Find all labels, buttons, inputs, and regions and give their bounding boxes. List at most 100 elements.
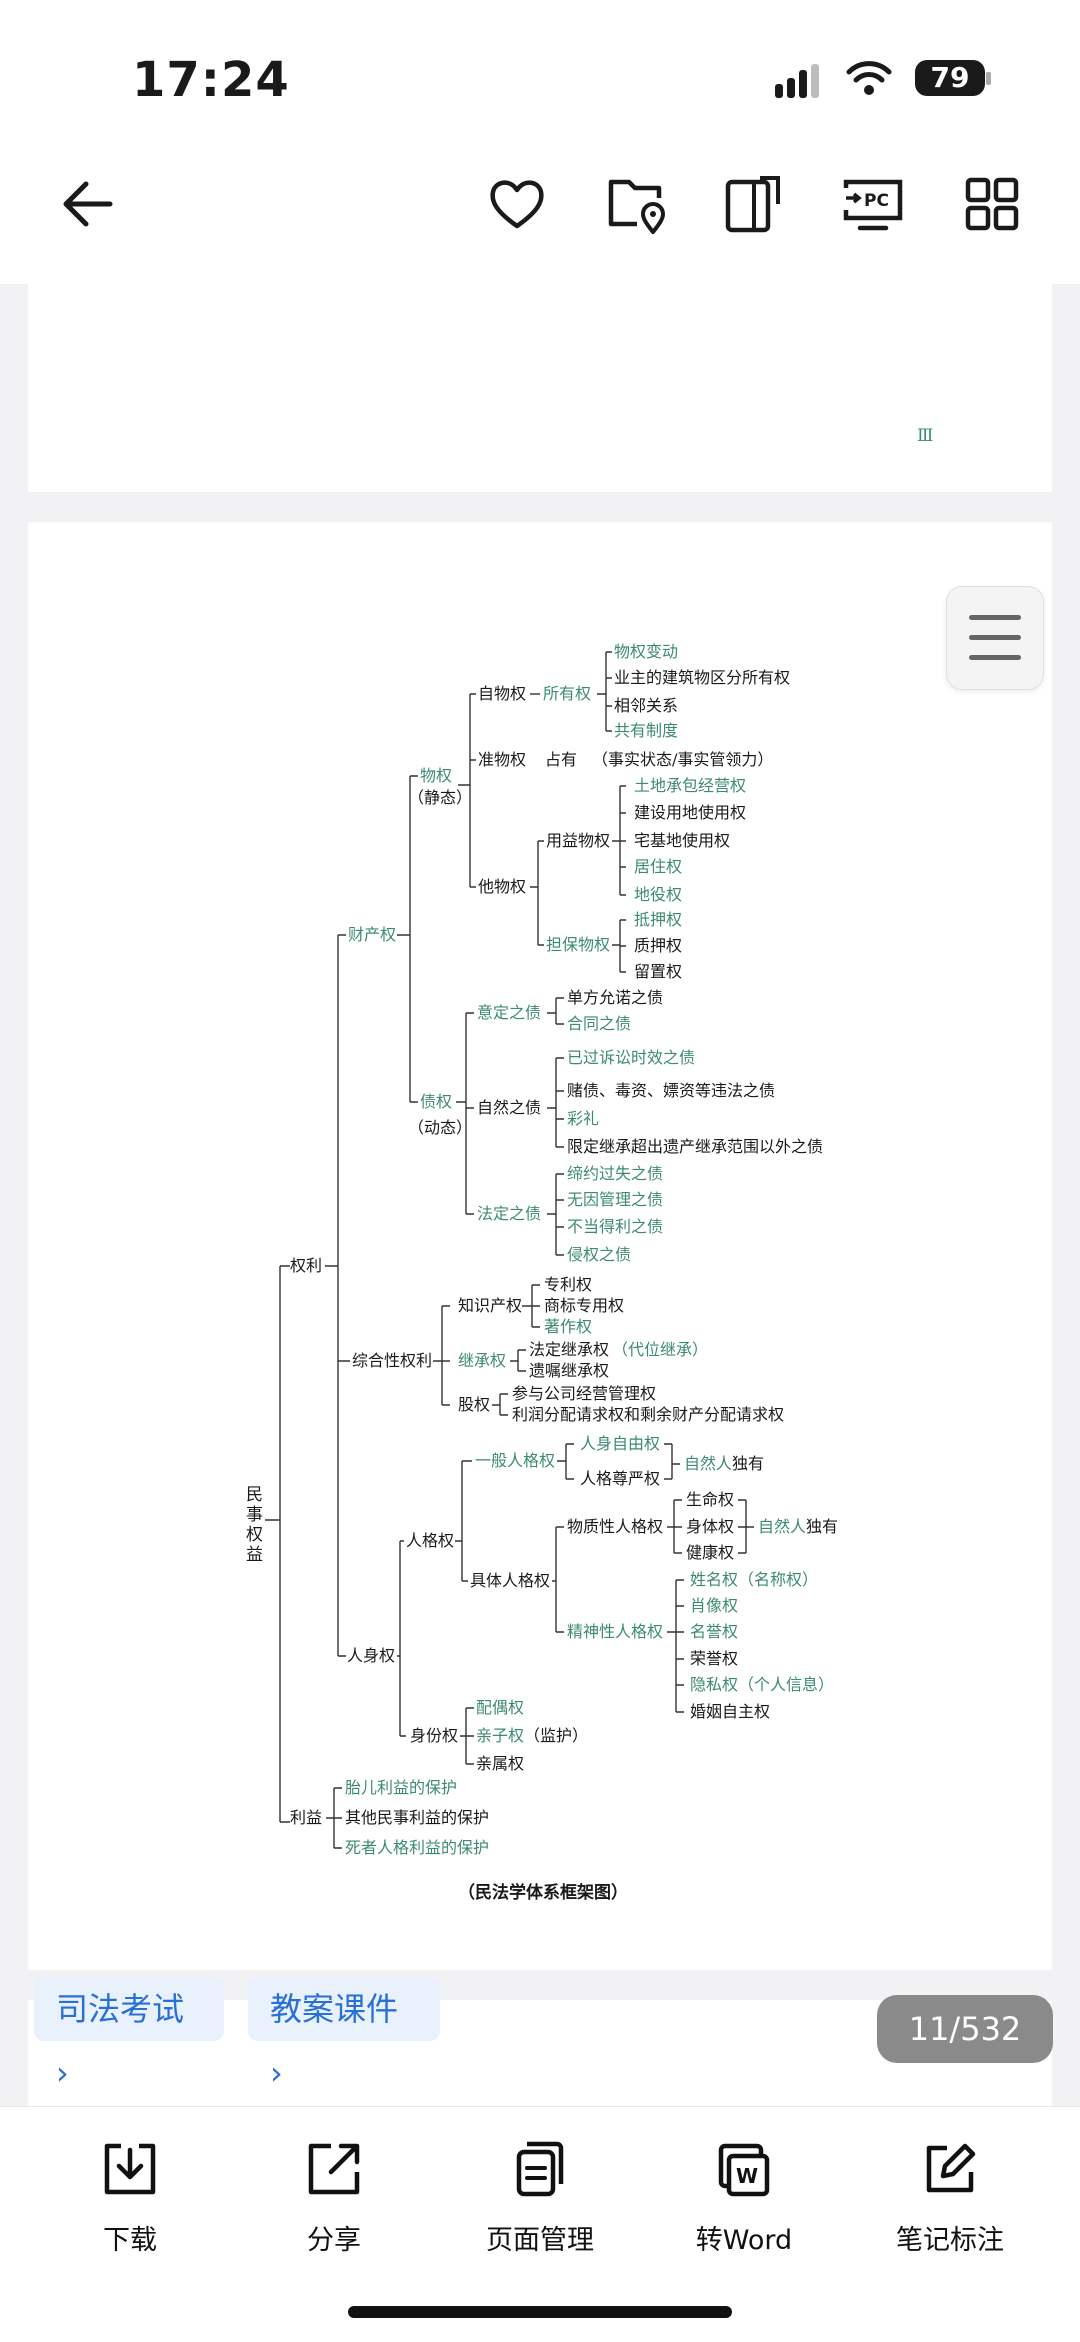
page-manage-label: 页面管理 <box>486 2225 594 2256</box>
page-manage-icon <box>516 2141 564 2197</box>
leaf-shishi: （事实状态/事实管领力） <box>592 750 774 769</box>
share-icon <box>308 2143 360 2195</box>
node-zhishi: 知识产权 <box>458 1296 523 1315</box>
leaf-lirun: 利润分配请求权和剩余财产分配请求权 <box>512 1405 785 1424</box>
page-card-current <box>28 522 1052 1970</box>
leaf-qinshu: 亲属权 <box>476 1754 525 1773</box>
back-arrow-icon[interactable] <box>58 176 118 232</box>
node-zhunwuquan: 准物权 <box>478 750 527 769</box>
page-manage-button[interactable]: 页面管理 <box>450 2140 630 2257</box>
note-annotate-button[interactable]: 笔记标注 <box>860 2140 1040 2257</box>
node-jingshen: 精神性人格权 <box>567 1622 664 1641</box>
home-indicator <box>348 2306 732 2318</box>
leaf-jiankang: 健康权 <box>686 1543 735 1562</box>
node-yongyi: 用益物权 <box>546 831 611 850</box>
leaf-mingcheng: （名称权） <box>738 1570 819 1589</box>
download-icon <box>104 2143 156 2195</box>
leaf-qinzi-row: 亲子权（监护） <box>476 1727 588 1745</box>
leaf-zhuanli: 专利权 <box>544 1275 593 1294</box>
node-fading: 法定之债 <box>477 1204 542 1223</box>
cellular-signal-icon <box>775 62 825 100</box>
leaf-hunyin: 婚姻自主权 <box>690 1702 771 1721</box>
to-word-button[interactable]: W 转Word <box>654 2140 834 2257</box>
page-indicator: 11/532 <box>877 1995 1053 2063</box>
grid-icon[interactable] <box>964 176 1020 232</box>
leaf-ziranren-duyou-2: 自然人独有 <box>758 1518 838 1536</box>
tree-root: 民 事 权 益 <box>246 1485 263 1565</box>
node-renge: 人格权 <box>406 1531 455 1550</box>
node-jicheng: 继承权 <box>458 1351 507 1370</box>
leaf-gerenxinxi: （个人信息） <box>738 1675 835 1694</box>
leaf-yizhu: 遗嘱继承权 <box>529 1361 610 1380</box>
leaf-xianding: 限定继承超出遗产继承范围以外之债 <box>567 1137 824 1156</box>
tag-jiaoan-kejian[interactable]: 教案课件 › <box>248 1977 440 2092</box>
leaf-shengming: 生命权 <box>686 1490 735 1509</box>
leaf-tudi: 土地承包经营权 <box>634 776 747 795</box>
battery-tip <box>986 72 991 85</box>
leaf-peiou: 配偶权 <box>476 1698 525 1717</box>
pc-screen-icon[interactable]: PC <box>842 178 904 232</box>
node-suoyouquan: 所有权 <box>543 684 592 703</box>
leaf-caili: 彩礼 <box>567 1109 600 1128</box>
node-tawuquan: 他物权 <box>478 877 527 896</box>
note-icon <box>926 2143 976 2193</box>
leaf-renshenziyou: 人身自由权 <box>580 1434 661 1453</box>
heart-icon[interactable] <box>487 176 547 232</box>
node-guquan: 股权 <box>458 1395 491 1414</box>
leaf-qinquan: 侵权之债 <box>567 1245 632 1264</box>
leaf-danfang: 单方允诺之债 <box>567 988 664 1007</box>
page-card-previous <box>28 284 1052 492</box>
diagram-caption: （民法学体系框架图） <box>458 1883 628 1903</box>
roman-numeral: Ⅲ <box>917 426 934 446</box>
tag-sifa-kaoshi[interactable]: 司法考试 › <box>34 1977 224 2092</box>
leaf-budang: 不当得利之债 <box>567 1217 664 1236</box>
leaf-jianshe: 建设用地使用权 <box>634 803 747 822</box>
note-annotate-label: 笔记标注 <box>896 2225 1004 2256</box>
leaf-qinzi: 亲子权 <box>476 1726 525 1745</box>
leaf-yinsi: 隐私权 <box>690 1675 739 1694</box>
leaf-wuquanbiandong: 物权变动 <box>614 642 679 661</box>
leaf-xingming-row: 姓名权（名称权） <box>690 1571 818 1589</box>
leaf-rengezunyan: 人格尊严权 <box>580 1469 661 1488</box>
leaf-fadingjicheng: 法定继承权 <box>529 1340 610 1359</box>
share-button[interactable]: 分享 <box>244 2140 424 2257</box>
document-edit-icon[interactable] <box>724 174 782 234</box>
leaf-yinsi-row: 隐私权（个人信息） <box>690 1676 834 1694</box>
node-dongtai: （动态） <box>408 1118 473 1137</box>
leaf-qita: 其他民事利益的保护 <box>345 1808 490 1827</box>
node-wuzhi: 物质性人格权 <box>567 1517 664 1536</box>
leaf-zhanyou: 占有 <box>545 750 578 769</box>
leaf-taier: 胎儿利益的保护 <box>345 1778 458 1797</box>
node-wuquan: 物权 <box>420 766 453 785</box>
leaf-liuzhi: 留置权 <box>634 962 683 981</box>
node-quanli: 权利 <box>290 1256 323 1275</box>
leaf-juzhu: 居住权 <box>634 857 683 876</box>
node-caichan: 财产权 <box>348 925 397 944</box>
svg-text:PC: PC <box>864 191 889 211</box>
leaf-ziranren-duyou-1: 自然人独有 <box>684 1455 764 1473</box>
download-button[interactable]: 下载 <box>40 2140 220 2257</box>
leaf-ziranren-2: 自然人 <box>758 1517 807 1536</box>
leaf-shangbiao: 商标专用权 <box>544 1296 625 1315</box>
leaf-zhiya: 质押权 <box>634 936 683 955</box>
leaf-daiwei: （代位继承） <box>612 1340 709 1359</box>
node-yiding: 意定之债 <box>477 1003 542 1022</box>
node-juti: 具体人格权 <box>470 1571 551 1590</box>
svg-text:W: W <box>736 2164 758 2188</box>
to-word-label: 转Word <box>695 2225 793 2256</box>
leaf-duyou-1: 独有 <box>732 1454 765 1473</box>
folder-location-icon[interactable] <box>605 176 669 234</box>
leaf-wuyin: 无因管理之债 <box>567 1190 664 1209</box>
leaf-diya: 抵押权 <box>634 910 683 929</box>
node-yiban: 一般人格权 <box>475 1451 556 1470</box>
leaf-dubo: 赌债、毒资、嫖资等违法之债 <box>567 1081 776 1100</box>
battery-indicator: 79 <box>915 60 985 96</box>
wifi-icon <box>846 61 892 95</box>
node-zhaiquan: 债权 <box>420 1092 453 1111</box>
leaf-sizhe: 死者人格利益的保护 <box>345 1838 490 1857</box>
leaf-jianhu: （监护） <box>524 1726 589 1745</box>
leaf-rongyu: 荣誉权 <box>690 1649 739 1668</box>
menu-icon[interactable] <box>946 586 1044 690</box>
leaf-mingyu: 名誉权 <box>690 1622 739 1641</box>
